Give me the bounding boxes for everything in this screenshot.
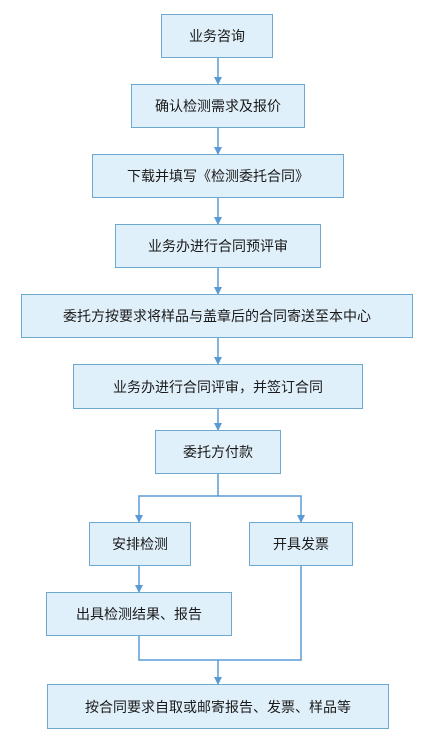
node-business-consultation: 业务咨询	[161, 14, 273, 58]
node-collect-or-mail: 按合同要求自取或邮寄报告、发票、样品等	[47, 684, 389, 729]
node-pre-review: 业务办进行合同预评审	[115, 224, 321, 268]
node-payment: 委托方付款	[155, 430, 281, 474]
connector-n7-n9	[218, 495, 305, 523]
node-contract-review: 业务办进行合同评审，并签订合同	[73, 364, 363, 409]
connector-n10-join	[138, 636, 218, 661]
node-send-samples: 委托方按要求将样品与盖章后的合同寄送至本中心	[21, 294, 413, 338]
connector-n7-branch	[135, 474, 219, 523]
node-issue-invoice: 开具发票	[249, 522, 353, 566]
connector-n9-join	[218, 566, 302, 661]
node-arrange-testing: 安排检测	[89, 522, 191, 566]
node-download-contract: 下载并填写《检测委托合同》	[92, 154, 344, 198]
node-confirm-requirements: 确认检测需求及报价	[131, 84, 305, 128]
node-issue-report: 出具检测结果、报告	[46, 592, 232, 636]
